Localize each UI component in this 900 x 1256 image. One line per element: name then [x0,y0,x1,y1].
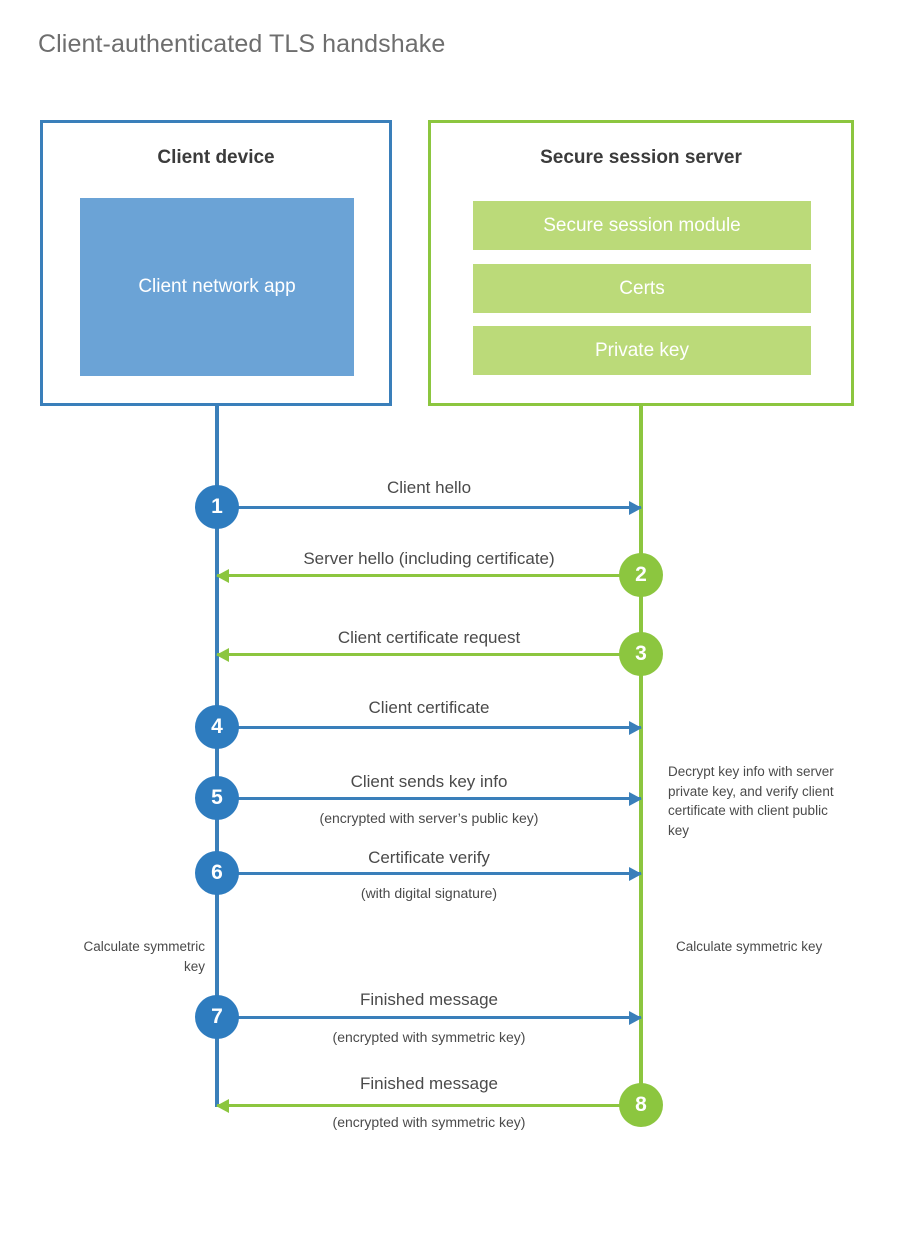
arrowhead-left-icon [216,647,229,662]
step-4-marker[interactable]: 4 [195,705,239,749]
step-8-arrow [216,1098,641,1113]
step-5-marker[interactable]: 5 [195,776,239,820]
server-module-secure-session-module: Secure session module [473,201,811,250]
client-device-box: Client device Client network app [40,120,392,406]
arrowhead-right-icon [629,720,642,735]
page-title: Client-authenticated TLS handshake [38,30,446,58]
step-4-label: Client certificate [368,698,490,717]
step-2-label: Server hello (including certificate) [303,549,555,568]
arrowhead-right-icon [629,791,642,806]
step-6-label: Certificate verify [368,848,490,867]
server-decrypt-note: Decrypt key info with server private key… [668,764,834,838]
client-calculate-symmetric-key-note: Calculate symmetric key [83,939,205,974]
step-8-label: Finished message [360,1074,498,1093]
client-device-title: Client device [157,147,275,168]
step-7-arrow [217,1010,642,1025]
server-calculate-symmetric-key-note: Calculate symmetric key [676,939,823,954]
secure-session-server-box: Secure session server Secure session mod… [428,120,854,406]
step-4-arrow [217,720,642,735]
step-3-arrow [216,647,641,662]
server-lifeline [639,404,643,1107]
step-6-arrow [217,866,642,881]
step-1-label: Client hello [386,478,472,497]
server-module-certs: Certs [473,264,811,313]
arrowhead-left-icon [216,568,229,583]
step-5-arrow [217,791,642,806]
step-3-marker[interactable]: 3 [619,632,663,676]
step-1-arrow [217,500,642,515]
arrowhead-right-icon [629,1010,642,1025]
step-2-arrow [216,568,641,583]
step-3-label: Client certificate request [337,628,521,647]
step-5-sublabel: (encrypted with server’s public key) [319,810,539,826]
step-8-marker[interactable]: 8 [619,1083,663,1127]
client-lifeline [215,404,219,1107]
step-5-label: Client sends key info [350,772,508,791]
step-2-marker[interactable]: 2 [619,553,663,597]
arrowhead-right-icon [629,500,642,515]
server-module-private-key: Private key [473,326,811,375]
step-7-sublabel: (encrypted with symmetric key) [332,1029,526,1045]
step-1-marker[interactable]: 1 [195,485,239,529]
client-network-app-block: Client network app [80,198,354,376]
step-6-sublabel: (with digital signature) [360,885,498,901]
step-7-label: Finished message [360,990,498,1009]
step-8-sublabel: (encrypted with symmetric key) [332,1114,526,1130]
arrowhead-left-icon [216,1098,229,1113]
secure-session-server-title: Secure session server [540,147,742,168]
step-7-marker[interactable]: 7 [195,995,239,1039]
step-6-marker[interactable]: 6 [195,851,239,895]
arrowhead-right-icon [629,866,642,881]
